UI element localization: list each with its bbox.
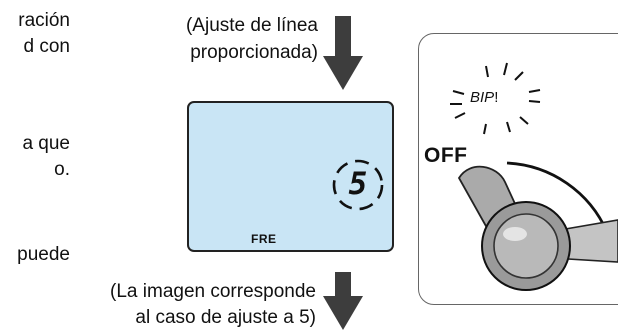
- lcd-fre-label: FRE: [251, 232, 277, 246]
- down-arrow-icon-bottom: [323, 272, 363, 330]
- left-text-line-3: a que: [22, 133, 70, 154]
- blinking-digit-icon: [332, 159, 384, 211]
- knob-cap-icon: [493, 213, 559, 279]
- lcd-display: 5 FRE: [187, 101, 394, 252]
- left-text-line-5: puede: [17, 244, 70, 265]
- bip-text: BIP: [470, 89, 495, 106]
- bottom-caption-line-2: al caso de ajuste a 5): [135, 307, 316, 328]
- down-arrow-icon-top: [323, 16, 363, 90]
- bottom-caption-line-1: (La imagen corresponde: [110, 281, 316, 302]
- left-text-line-1: ración: [18, 10, 70, 31]
- bip-label: BIP!: [470, 89, 498, 106]
- left-text-line-2: d con: [23, 36, 70, 57]
- top-caption-line-1: (Ajuste de línea: [185, 15, 318, 36]
- off-label: OFF: [424, 144, 468, 167]
- top-caption-line-2: proporcionada): [190, 42, 318, 63]
- rotation-arc-icon: [506, 161, 609, 233]
- knob-highlight-icon: [503, 227, 527, 241]
- lcd-digit: 5: [348, 166, 368, 202]
- bip-exclamation: !: [494, 89, 499, 106]
- left-text-line-4: o.: [54, 159, 70, 180]
- sound-rays-icon: [450, 62, 541, 135]
